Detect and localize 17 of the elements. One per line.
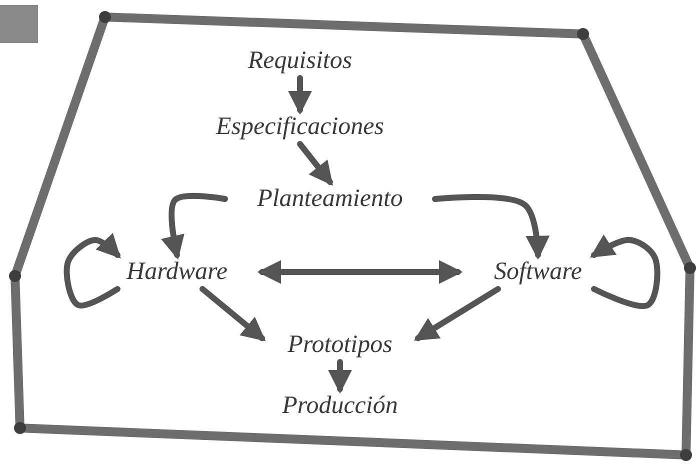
arrow bbox=[590, 234, 660, 310]
arrow bbox=[64, 232, 121, 309]
step-label: Requisitos bbox=[248, 47, 352, 75]
arrow bbox=[414, 286, 501, 342]
arrow bbox=[328, 359, 352, 394]
arrow bbox=[200, 286, 266, 342]
step-label: Producción bbox=[282, 392, 398, 420]
step-label: Hardware bbox=[126, 258, 228, 286]
arrow bbox=[297, 141, 333, 186]
arrow bbox=[288, 75, 312, 115]
arrow bbox=[161, 192, 228, 260]
arrow bbox=[432, 194, 550, 260]
arrow bbox=[257, 260, 463, 284]
step-label: Software bbox=[494, 258, 582, 286]
step-label: Planteamiento bbox=[257, 185, 403, 213]
step-label: Especificaciones bbox=[216, 113, 384, 141]
step-label: Prototipos bbox=[288, 331, 392, 359]
